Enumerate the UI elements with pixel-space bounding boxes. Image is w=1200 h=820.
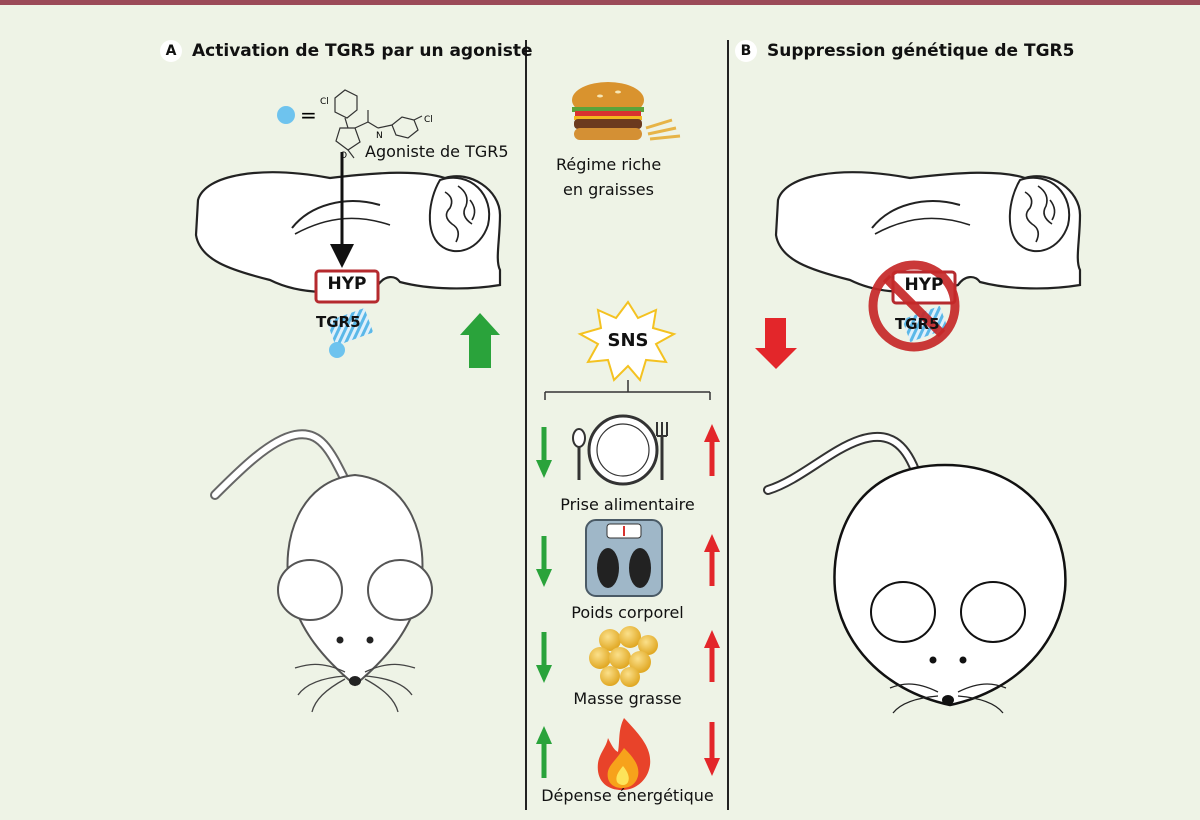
equals-sign: = — [300, 103, 317, 127]
diet-label-line1: Régime riche — [556, 155, 662, 174]
brain-b — [774, 171, 1082, 294]
tgr5-label-a: TGR5 — [316, 313, 361, 331]
prohibition-icon — [868, 260, 960, 352]
panel-a-letter: A — [160, 40, 182, 62]
brain-a — [194, 171, 502, 294]
hyp-label-a: HYP — [327, 274, 367, 294]
green-up-arrow-a — [460, 313, 500, 368]
mouse-a — [210, 429, 433, 713]
arrow-up-red-2 — [704, 534, 720, 586]
outcome-label-food-intake: Prise alimentaire — [560, 495, 695, 514]
tgr5-label-b: TGR5 — [895, 315, 940, 333]
burger-icon — [572, 82, 681, 141]
panel-b-header: B Suppression génétique de TGR5 — [735, 40, 1074, 62]
tgr5-receptor-b — [902, 305, 948, 343]
chlorine-label-2: Cl — [424, 115, 433, 125]
arrow-down-green-3 — [536, 632, 552, 683]
tgr5-receptor-a — [326, 307, 374, 358]
scale-icon — [585, 519, 663, 597]
outcome-label-fat-mass: Masse grasse — [573, 689, 682, 708]
top-border — [0, 0, 1200, 5]
fat-cells-icon — [589, 626, 658, 687]
agonist-dot-icon — [277, 106, 295, 124]
arrow-up-red-1 — [704, 424, 720, 476]
flame-icon — [597, 718, 651, 790]
red-down-arrow-b — [755, 318, 797, 369]
divider-right — [727, 40, 729, 810]
sns-burst-icon — [577, 300, 677, 383]
agonist-arrow — [330, 152, 354, 268]
mouse-b — [763, 431, 1067, 714]
panel-b-title: Suppression génétique de TGR5 — [767, 41, 1075, 61]
arrow-down-green-2 — [536, 536, 552, 587]
sns-label: SNS — [607, 330, 649, 351]
divider-left — [525, 40, 527, 810]
panel-a-header: A Activation de TGR5 par un agoniste — [160, 40, 533, 62]
arrow-down-green-1 — [536, 427, 552, 478]
hyp-label-b: HYP — [904, 275, 944, 295]
arrow-up-red-3 — [704, 630, 720, 682]
panel-a-title: Activation de TGR5 par un agoniste — [192, 41, 533, 61]
plate-icon — [572, 414, 668, 486]
panel-b-letter: B — [735, 40, 757, 62]
agonist-molecule: = Cl Cl N O — [277, 89, 433, 161]
arrow-down-red-4 — [704, 722, 720, 776]
arrow-up-green-4 — [536, 726, 552, 778]
hyp-box-a — [314, 269, 380, 304]
oxygen-label: O — [340, 151, 347, 161]
outcome-label-body-weight: Poids corporel — [571, 603, 684, 622]
outcome-label-energy-expenditure: Dépense énergétique — [541, 786, 714, 805]
agonist-label: Agoniste de TGR5 — [365, 142, 509, 161]
nitrogen-label: N — [376, 131, 383, 141]
chlorine-label-1: Cl — [320, 97, 329, 107]
diet-label-line2: en graisses — [563, 180, 654, 199]
